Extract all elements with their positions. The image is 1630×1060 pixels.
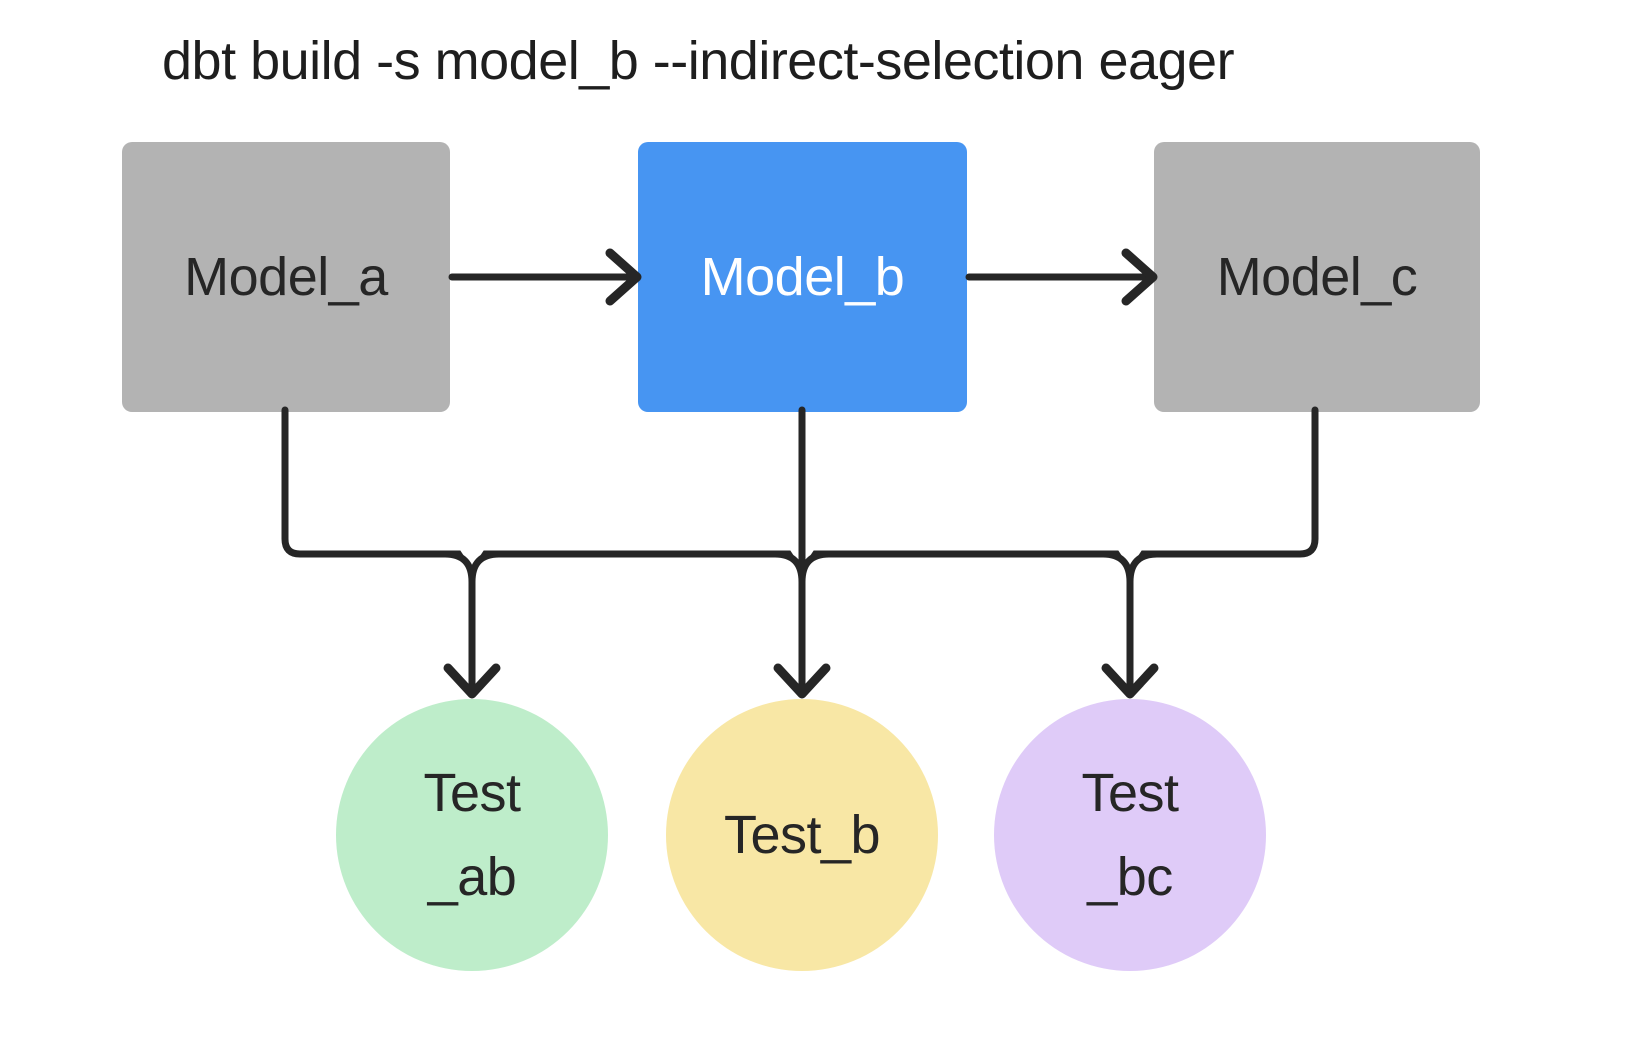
arrowhead-test-bc: [1101, 663, 1159, 699]
node-test-ab-line2: _ab: [427, 847, 517, 907]
bus-notch-test-ab: [460, 550, 484, 568]
node-test-b-line1: Test_b: [723, 805, 881, 865]
node-test-b: Test_b: [666, 699, 938, 971]
arrowhead-model-b: [605, 248, 642, 306]
node-model-c: Model_c: [1154, 142, 1480, 412]
arrowhead-test-b: [773, 663, 831, 699]
arrowhead-model-c: [1121, 248, 1158, 306]
bus-notch-test-bc: [1118, 550, 1142, 568]
node-test-ab: Test _ab: [336, 699, 608, 971]
node-model-b-label: Model_b: [700, 247, 905, 307]
node-model-c-label: Model_c: [1216, 247, 1418, 307]
node-test-bc-line2: _bc: [1087, 847, 1173, 907]
node-model-a: Model_a: [122, 142, 450, 412]
node-test-bc: Test _bc: [994, 699, 1266, 971]
node-model-b: Model_b: [638, 142, 967, 412]
node-test-ab-line1: Test: [423, 763, 521, 823]
arrowhead-test-ab: [443, 663, 501, 699]
node-test-bc-line1: Test: [1081, 763, 1179, 823]
node-model-a-label: Model_a: [184, 247, 388, 307]
diagram-title: dbt build -s model_b --indirect-selectio…: [162, 31, 1235, 91]
